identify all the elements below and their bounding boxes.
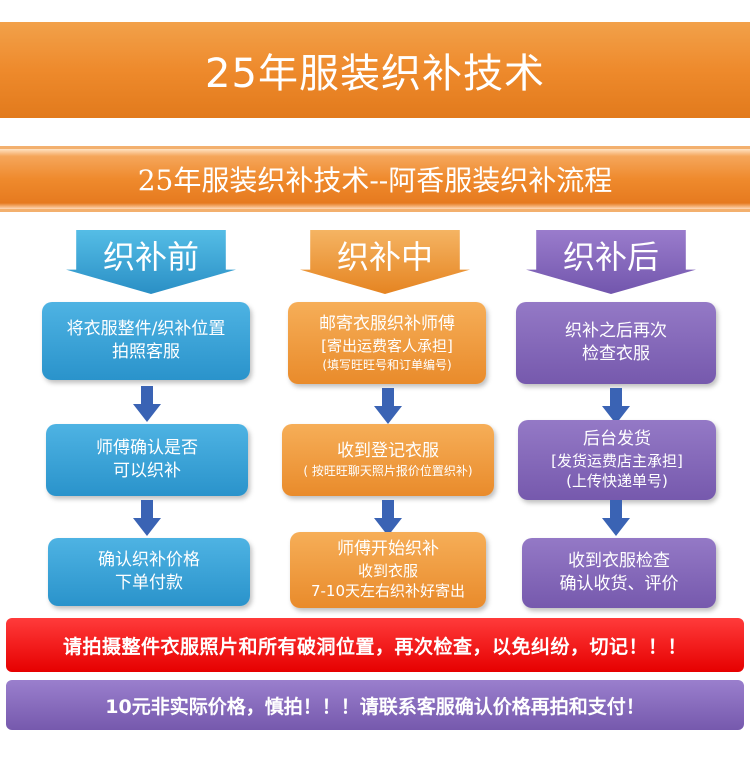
stage-during-header: 织补中	[300, 230, 470, 294]
during-step-1: 邮寄衣服织补师傅 [寄出运费客人承担] (填写旺旺号和订单编号)	[288, 302, 486, 384]
stage-after-label: 织补后	[562, 238, 659, 276]
stage-before-header: 织补前	[66, 230, 236, 294]
during-step-1-line1: 邮寄衣服织补师傅	[319, 314, 455, 335]
warning-notice: 请拍摄整件衣服照片和所有破洞位置，再次检查，以免纠纷，切记！！！	[6, 618, 744, 672]
after-step-1: 织补之后再次 检查衣服	[516, 302, 716, 384]
after-step-2-line1: 后台发货	[583, 429, 651, 450]
during-step-1-line2: [寄出运费客人承担]	[321, 337, 453, 356]
during-step-2-line2: ( 按旺旺聊天照片报价位置织补)	[303, 464, 473, 479]
before-step-3-line1: 确认织补价格	[98, 550, 200, 571]
after-step-3-line2: 确认收货、评价	[559, 574, 679, 594]
after-step-2-line3: (上传快递单号)	[566, 472, 668, 491]
process-subtitle: 25年服装织补技术--阿香服装织补流程	[0, 146, 750, 212]
after-step-3-line1: 收到衣服检查	[568, 551, 670, 572]
after-step-3: 收到衣服检查 确认收货、评价	[522, 538, 716, 608]
stage-after-header: 织补后	[526, 230, 696, 294]
down-arrow-icon	[602, 388, 630, 426]
before-step-2-line1: 师傅确认是否	[96, 438, 198, 459]
stage-before-label: 织补前	[102, 238, 199, 276]
during-step-3-line1: 师傅开始织补	[337, 539, 439, 560]
after-step-2: 后台发货 [发货运费店主承担] (上传快递单号)	[518, 420, 716, 500]
before-step-1-line1: 将衣服整件/织补位置	[66, 319, 226, 340]
before-step-3: 确认织补价格 下单付款	[48, 538, 250, 606]
after-step-2-line2: [发货运费店主承担]	[551, 452, 683, 471]
before-step-3-line2: 下单付款	[115, 573, 183, 593]
price-notice: 10元非实际价格，慎拍！！！请联系客服确认价格再拍和支付！	[6, 680, 744, 730]
before-step-2-line2: 可以织补	[113, 461, 181, 481]
after-step-1-line2: 检查衣服	[582, 344, 650, 364]
during-step-2: 收到登记衣服 ( 按旺旺聊天照片报价位置织补)	[282, 424, 494, 496]
down-arrow-icon	[133, 500, 161, 538]
during-step-3-line3: 7-10天左右织补好寄出	[310, 582, 466, 601]
down-arrow-icon	[602, 500, 630, 538]
during-step-1-line3: (填写旺旺号和订单编号)	[322, 357, 452, 372]
before-step-1-line2: 拍照客服	[112, 342, 180, 362]
during-step-2-line1: 收到登记衣服	[337, 441, 439, 462]
down-arrow-icon	[133, 386, 161, 424]
down-arrow-icon	[374, 500, 402, 538]
down-arrow-icon	[374, 388, 402, 426]
before-step-1: 将衣服整件/织补位置 拍照客服	[42, 302, 250, 380]
during-step-3: 师傅开始织补 收到衣服 7-10天左右织补好寄出	[290, 532, 486, 608]
after-step-1-line1: 织补之后再次	[565, 321, 667, 342]
during-step-3-line2: 收到衣服	[357, 562, 418, 581]
before-step-2: 师傅确认是否 可以织补	[46, 424, 248, 496]
stage-during-label: 织补中	[336, 238, 433, 276]
page-title: 25年服装织补技术	[0, 22, 750, 118]
